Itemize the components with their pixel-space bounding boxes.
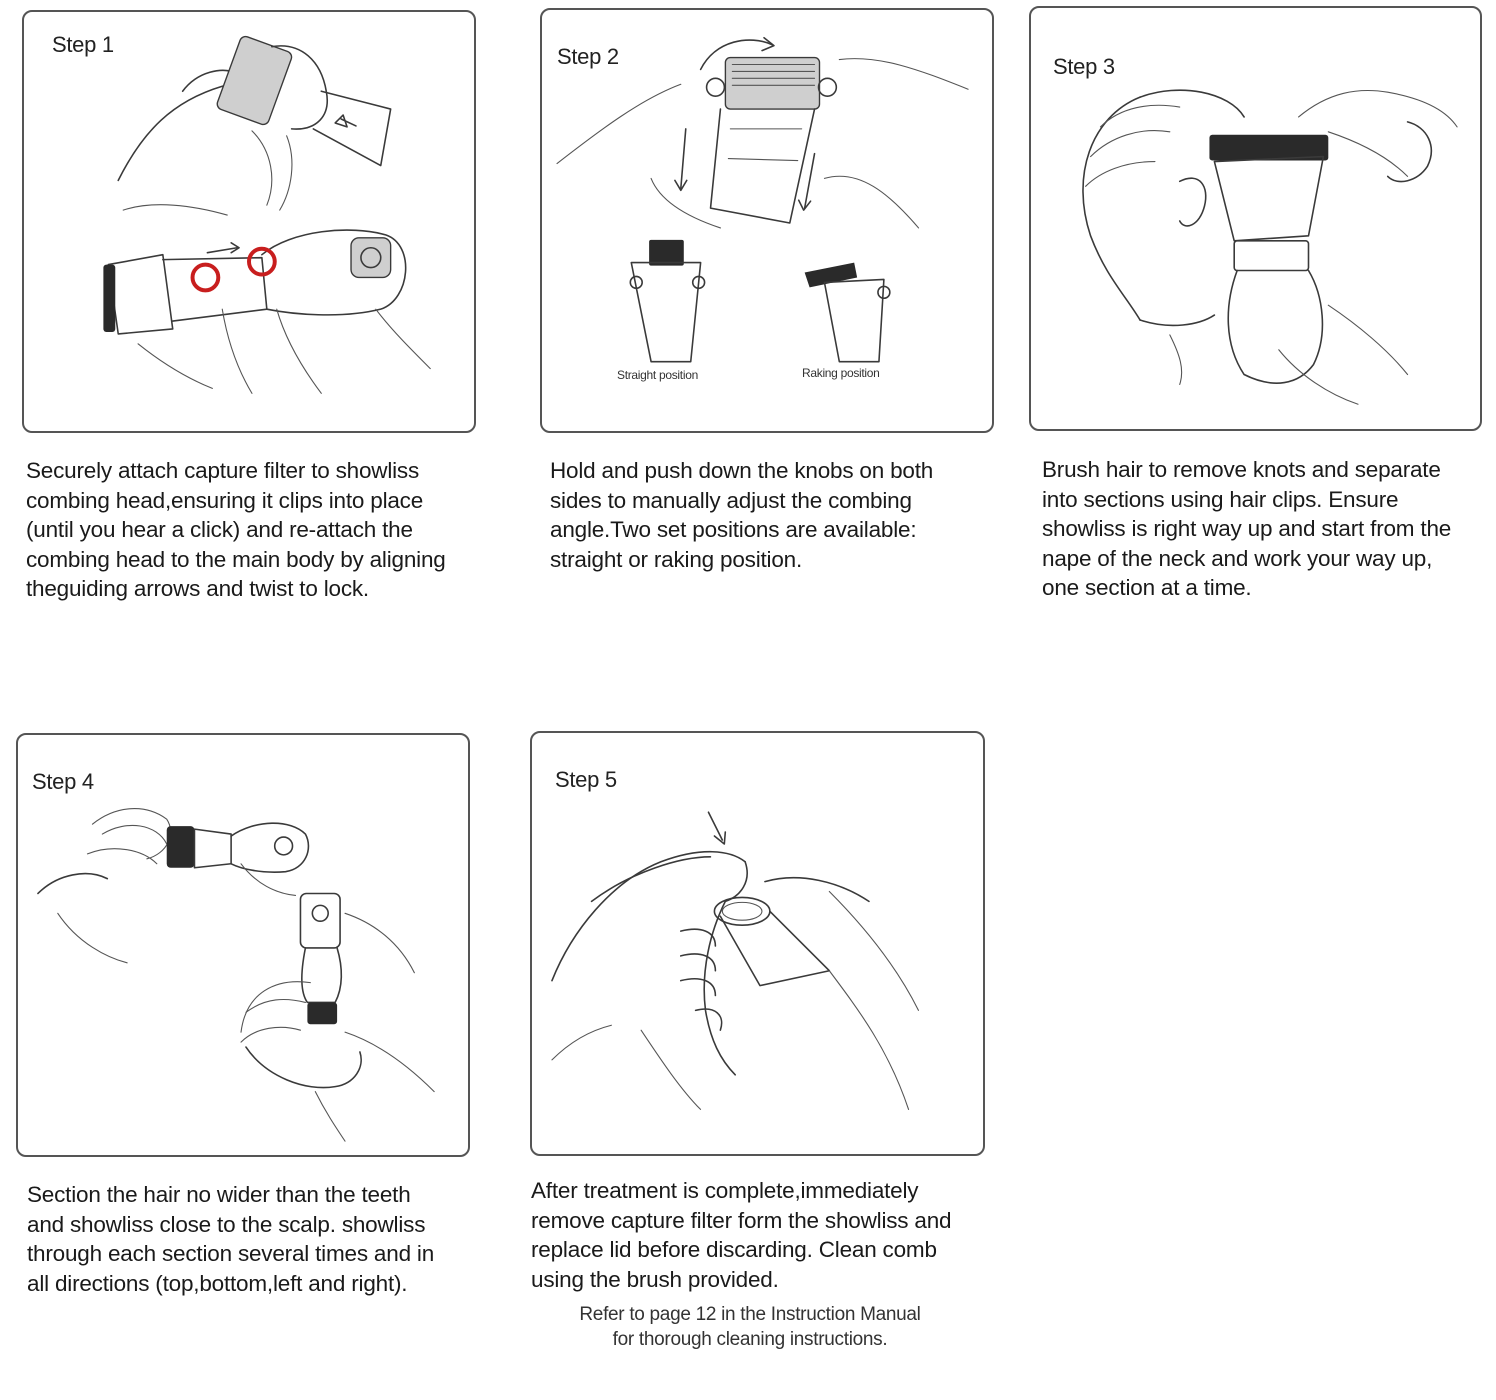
step-2-label: Step 2 <box>557 44 619 69</box>
step-5-caption: After treatment is complete,immediately … <box>531 1176 991 1294</box>
step-2-caption: Hold and push down the knobs on both sid… <box>550 456 990 574</box>
straight-position-label: Straight position <box>617 368 698 382</box>
step-2-panel: Step 2 Straight position Raking position <box>540 8 994 433</box>
step-3-label: Step 3 <box>1053 54 1115 79</box>
caption-line: Brush hair to remove knots and separate <box>1042 457 1441 482</box>
caption-line: theguiding arrows and twist to lock. <box>26 576 369 601</box>
caption-line: and showliss close to the scalp. showlis… <box>27 1211 426 1237</box>
caption-line: Section the hair no wider than the teeth <box>27 1182 411 1207</box>
step-4-caption: Section the hair no wider than the teeth… <box>27 1180 487 1298</box>
caption-line: remove capture filter form the showliss … <box>531 1207 952 1233</box>
cleaning-note: Refer to page 12 in the Instruction Manu… <box>530 1302 970 1352</box>
step-5-label: Step 5 <box>555 767 617 792</box>
caption-line: Securely attach capture filter to showli… <box>26 458 420 483</box>
caption-line: into sections using hair clips. Ensure <box>1042 486 1399 512</box>
caption-line: (until you hear a click) and re-attach t… <box>26 517 413 542</box>
step-2-illustration <box>556 36 969 363</box>
step-3-panel: Step 3 <box>1029 6 1482 431</box>
note-line: Refer to page 12 in the Instruction Manu… <box>579 1304 921 1325</box>
caption-line: combing head,ensuring it clips into plac… <box>26 487 424 513</box>
step-1-panel: Step 1 <box>22 10 476 433</box>
caption-line: straight or raking position. <box>550 546 803 572</box>
step-1-illustration <box>103 35 431 394</box>
step-1-label: Step 1 <box>52 32 114 57</box>
note-line: for thorough cleaning instructions. <box>612 1329 888 1350</box>
caption-line: Hold and push down the knobs on both <box>550 458 934 483</box>
step-3-caption: Brush hair to remove knots and separate … <box>1042 455 1492 603</box>
caption-line: sides to manually adjust the combing <box>550 487 912 513</box>
caption-line: one section at a time. <box>1042 575 1252 600</box>
caption-line: After treatment is complete,immediately <box>531 1178 919 1203</box>
caption-line: nape of the neck and work your way up, <box>1042 545 1433 571</box>
caption-line: showliss is right way up and start from … <box>1042 516 1452 541</box>
raking-position-label: Raking position <box>802 366 880 380</box>
caption-line: combing head to the main body by alignin… <box>26 546 446 572</box>
caption-line: replace lid before discarding. Clean com… <box>531 1237 937 1262</box>
caption-line: angle.Two set positions are available: <box>550 517 917 542</box>
step-4-panel: Step 4 <box>16 733 470 1157</box>
step-5-panel: Step 5 <box>530 731 985 1156</box>
step-5-illustration <box>551 811 920 1110</box>
step-3-illustration <box>1082 89 1458 405</box>
caption-line: all directions (top,bottom,left and righ… <box>27 1270 408 1296</box>
step-4-label: Step 4 <box>32 769 94 794</box>
caption-line: using the brush provided. <box>531 1266 779 1292</box>
caption-line: through each section several times and i… <box>27 1241 435 1266</box>
step-4-illustration <box>37 808 435 1142</box>
step-1-caption: Securely attach capture filter to showli… <box>26 456 486 604</box>
